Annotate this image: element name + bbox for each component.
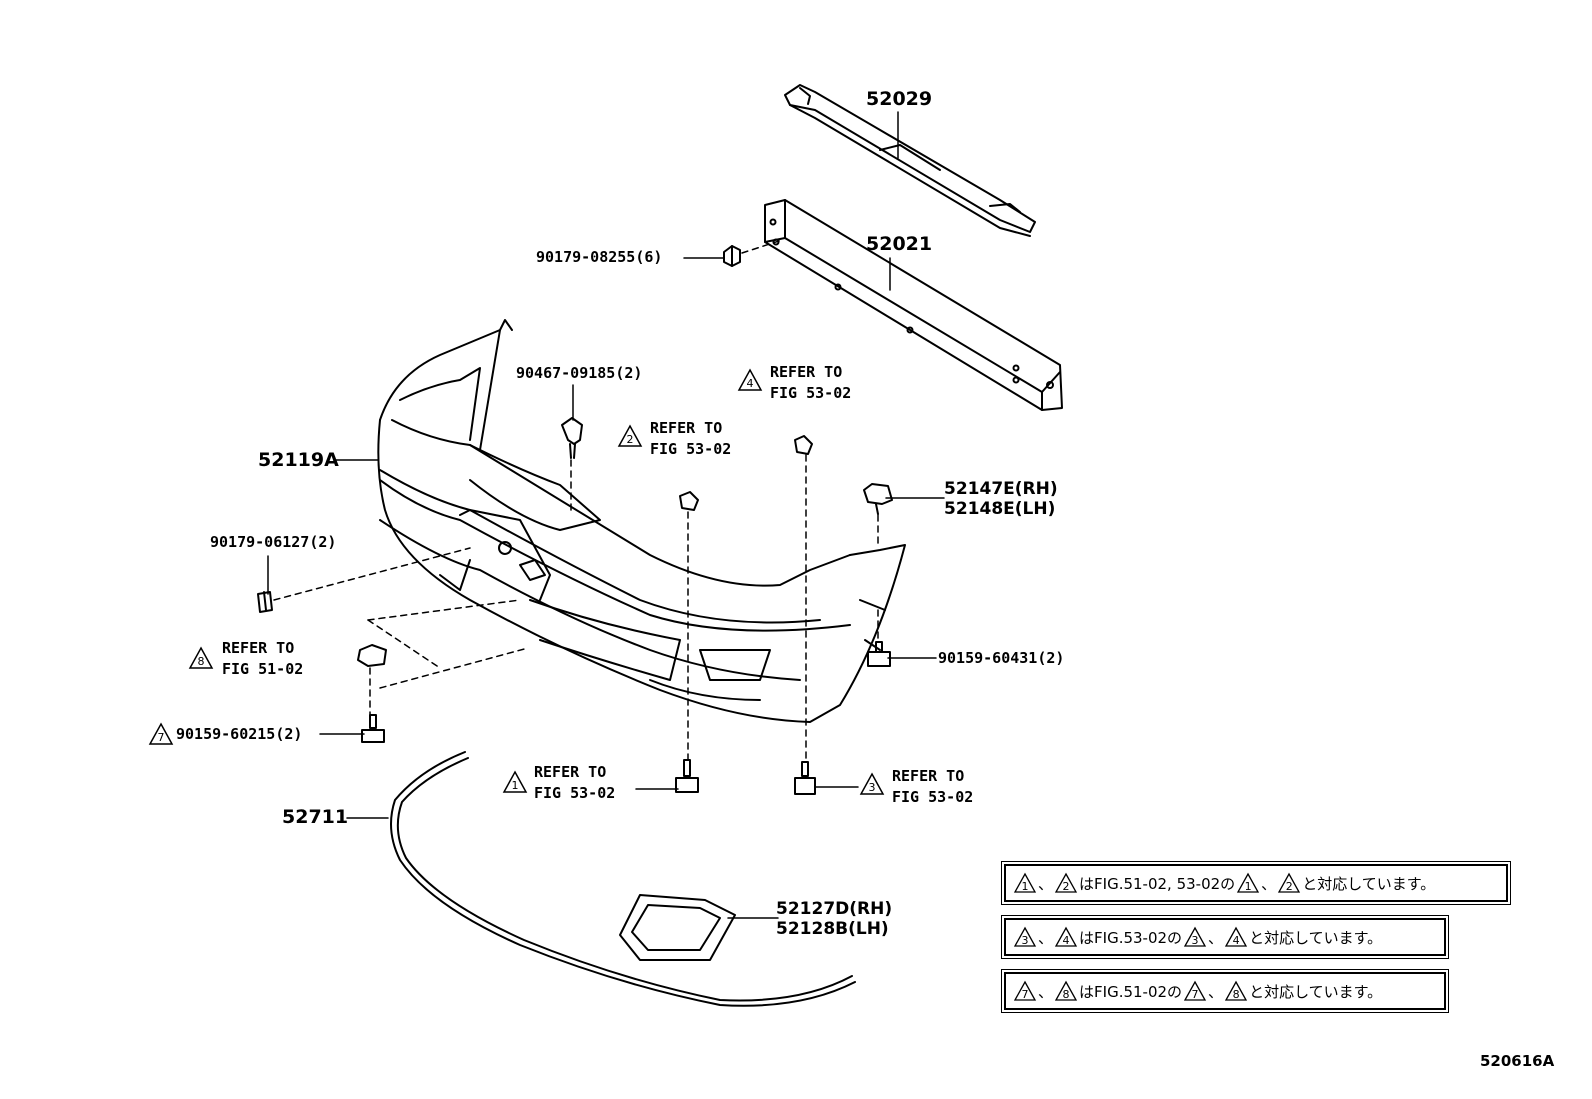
clip-52147e [863,483,893,515]
note-marker-icon: 4 [1054,926,1078,948]
moulding-52711 [390,751,856,1007]
note-marker-icon: 4 [1224,926,1248,948]
label-90467-09185[interactable]: 90467-09185(2) [516,364,643,382]
nut-53-02-b [794,435,813,455]
screw-90159-60431 [867,641,891,667]
note-marker-icon: 1 [1013,872,1037,894]
bumper-cover-52119a [377,319,906,723]
ref-marker-4: 4 [737,368,763,392]
label-90159-60431[interactable]: 90159-60431(2) [938,649,1065,667]
note-marker-icon: 8 [1224,980,1248,1002]
nut-90179-08255 [723,245,741,267]
note-marker-icon: 8 [1054,980,1078,1002]
label-52711[interactable]: 52711 [282,806,349,828]
note-marker-icon: 3 [1013,926,1037,948]
note-marker-icon: 2 [1277,872,1301,894]
label-52021[interactable]: 52021 [866,233,933,255]
reinforcement-bracket-52029 [784,84,1036,237]
ref-marker-8: 8 [188,646,214,670]
screw-53-02-right [794,761,816,795]
ref-marker-3: 3 [859,772,885,796]
label-52128b[interactable]: 52128B(LH) [776,919,889,939]
screw-53-02-left [675,759,699,793]
figure-code: 520616A [1480,1052,1555,1070]
note-marker-icon: 7 [1013,980,1037,1002]
label-90179-06127[interactable]: 90179-06127(2) [210,533,337,551]
screw-90159-60215 [361,714,385,743]
note-1: 1 、 2 はFIG.51-02, 53-02の 1 、 2 と対応しています。 [1001,861,1511,905]
label-52119a[interactable]: 52119A [258,449,339,471]
nut-51-02 [357,644,387,667]
ref-text-8[interactable]: REFER TO FIG 51-02 [222,639,304,678]
note-marker-icon: 1 [1236,872,1260,894]
note-marker-icon: 7 [1183,980,1207,1002]
reinforcement-beam-52021 [764,199,1063,411]
note-marker-icon: 3 [1183,926,1207,948]
note-2: 3 、 4 はFIG.53-02の 3 、 4 と対応しています。 [1001,915,1449,959]
ref-marker-1: 1 [502,770,528,794]
label-52148e[interactable]: 52148E(LH) [944,499,1056,519]
ref-text-2[interactable]: REFER TO FIG 53-02 [650,419,732,458]
ref-marker-2: 2 [617,424,643,448]
ref-text-1[interactable]: REFER TO FIG 53-02 [534,763,616,802]
note-3: 7 、 8 はFIG.51-02の 7 、 8 と対応しています。 [1001,969,1449,1013]
clip-90467-09185 [561,417,583,459]
label-90159-60215[interactable]: 90159-60215(2) [176,725,303,743]
label-52127d[interactable]: 52127D(RH) [776,899,893,919]
ref-text-3[interactable]: REFER TO FIG 53-02 [892,767,974,806]
label-52029[interactable]: 52029 [866,88,933,110]
lamp-cover-52127d [619,894,736,961]
nut-90179-06127 [257,591,273,613]
ref-marker-7: 7 [148,722,174,746]
nut-53-02-a [679,491,699,511]
label-52147e[interactable]: 52147E(RH) [944,479,1058,499]
note-marker-icon: 2 [1054,872,1078,894]
ref-text-4[interactable]: REFER TO FIG 53-02 [770,363,852,402]
label-90179-08255[interactable]: 90179-08255(6) [536,248,663,266]
